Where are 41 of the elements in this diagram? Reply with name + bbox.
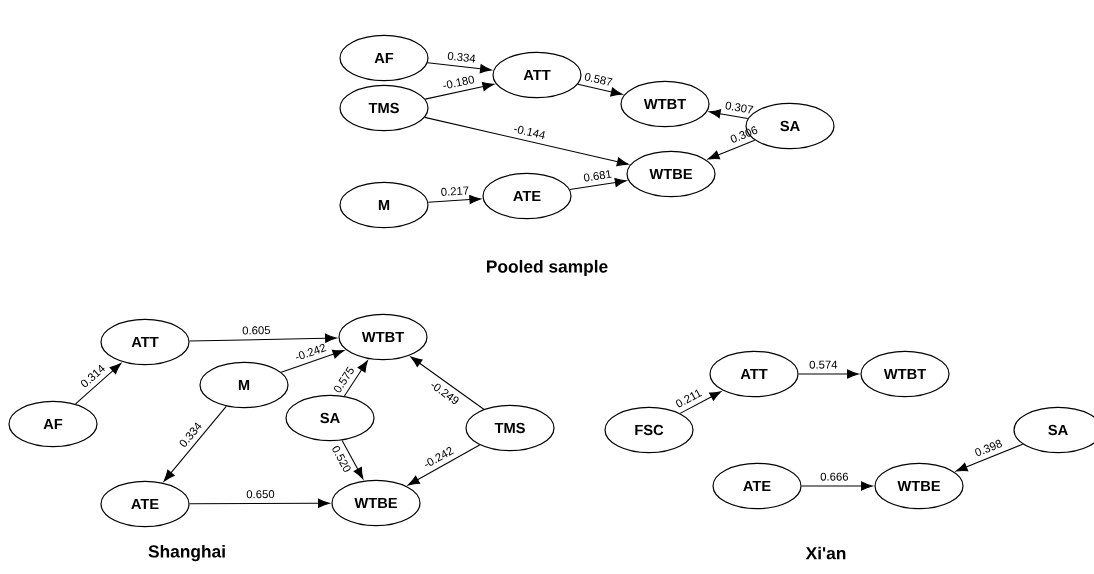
- edge-label: -0.242: [425, 447, 454, 467]
- arrow: [427, 62, 492, 74]
- arrow: [679, 391, 722, 414]
- arrow: [341, 439, 364, 480]
- arrow: [424, 116, 629, 167]
- arrow: [955, 443, 1024, 472]
- edge-label: 0.334: [447, 52, 476, 63]
- arrow: [427, 195, 482, 205]
- edge-label: 0.574: [809, 360, 838, 369]
- edge-label: 0.217: [441, 186, 469, 196]
- edge-label: -0.144: [514, 125, 545, 139]
- edge-label: 0.666: [820, 472, 849, 481]
- arrow: [189, 498, 330, 508]
- edge-label: -0.242: [295, 343, 327, 360]
- arrow: [801, 481, 873, 491]
- arrow: [410, 356, 485, 410]
- arrow: [163, 405, 227, 482]
- arrow: [343, 360, 368, 397]
- arrow: [424, 82, 495, 100]
- arrow: [707, 139, 756, 160]
- arrow: [407, 444, 481, 486]
- edge-label: 0.306: [730, 126, 758, 143]
- edge-label: 0.307: [725, 101, 754, 114]
- edge-label: 0.605: [242, 326, 271, 335]
- panel-caption: Shanghai: [148, 544, 225, 562]
- arrow: [798, 369, 859, 379]
- panel-caption: Xi'an: [805, 546, 846, 560]
- edge-label: 0.587: [584, 72, 613, 86]
- edge-label: -0.180: [443, 75, 474, 89]
- arrow: [75, 363, 122, 405]
- edge-label: 0.681: [583, 170, 612, 182]
- edge-label: 0.650: [246, 490, 275, 499]
- arrow: [708, 109, 749, 120]
- arrow: [569, 177, 627, 190]
- edge-label: 0.398: [975, 439, 1002, 456]
- arrow: [189, 333, 337, 343]
- edge-label: 0.211: [676, 389, 703, 408]
- panel-caption: Pooled sample: [487, 259, 608, 277]
- edge-label: 0.520: [332, 445, 351, 472]
- arrow: [280, 349, 345, 373]
- arrow: [577, 83, 623, 97]
